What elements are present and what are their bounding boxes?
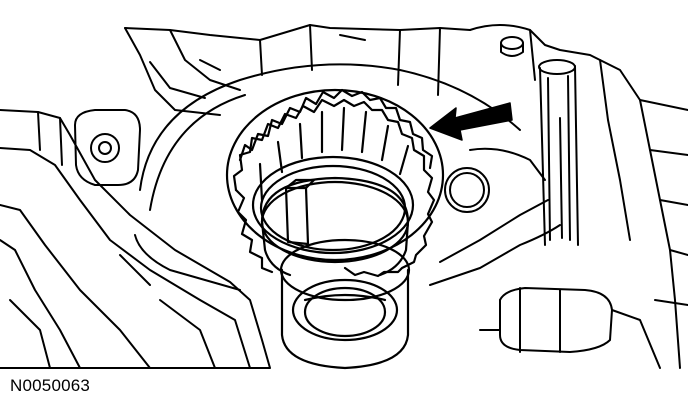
crankshaft-hub [260, 176, 411, 370]
dowel-pin [500, 36, 524, 57]
mounting-boss [74, 109, 141, 186]
front-cover [124, 24, 471, 116]
cover-flange [134, 63, 561, 291]
oil-passage-hole [444, 167, 490, 213]
left-housing [0, 109, 271, 369]
oil-tube [538, 59, 579, 246]
lower-bracket [479, 287, 661, 369]
indicator-arrow [429, 102, 513, 141]
right-housing [469, 24, 688, 369]
figure-id: N0050063 [10, 376, 91, 395]
crankshaft-sprocket [225, 88, 445, 278]
